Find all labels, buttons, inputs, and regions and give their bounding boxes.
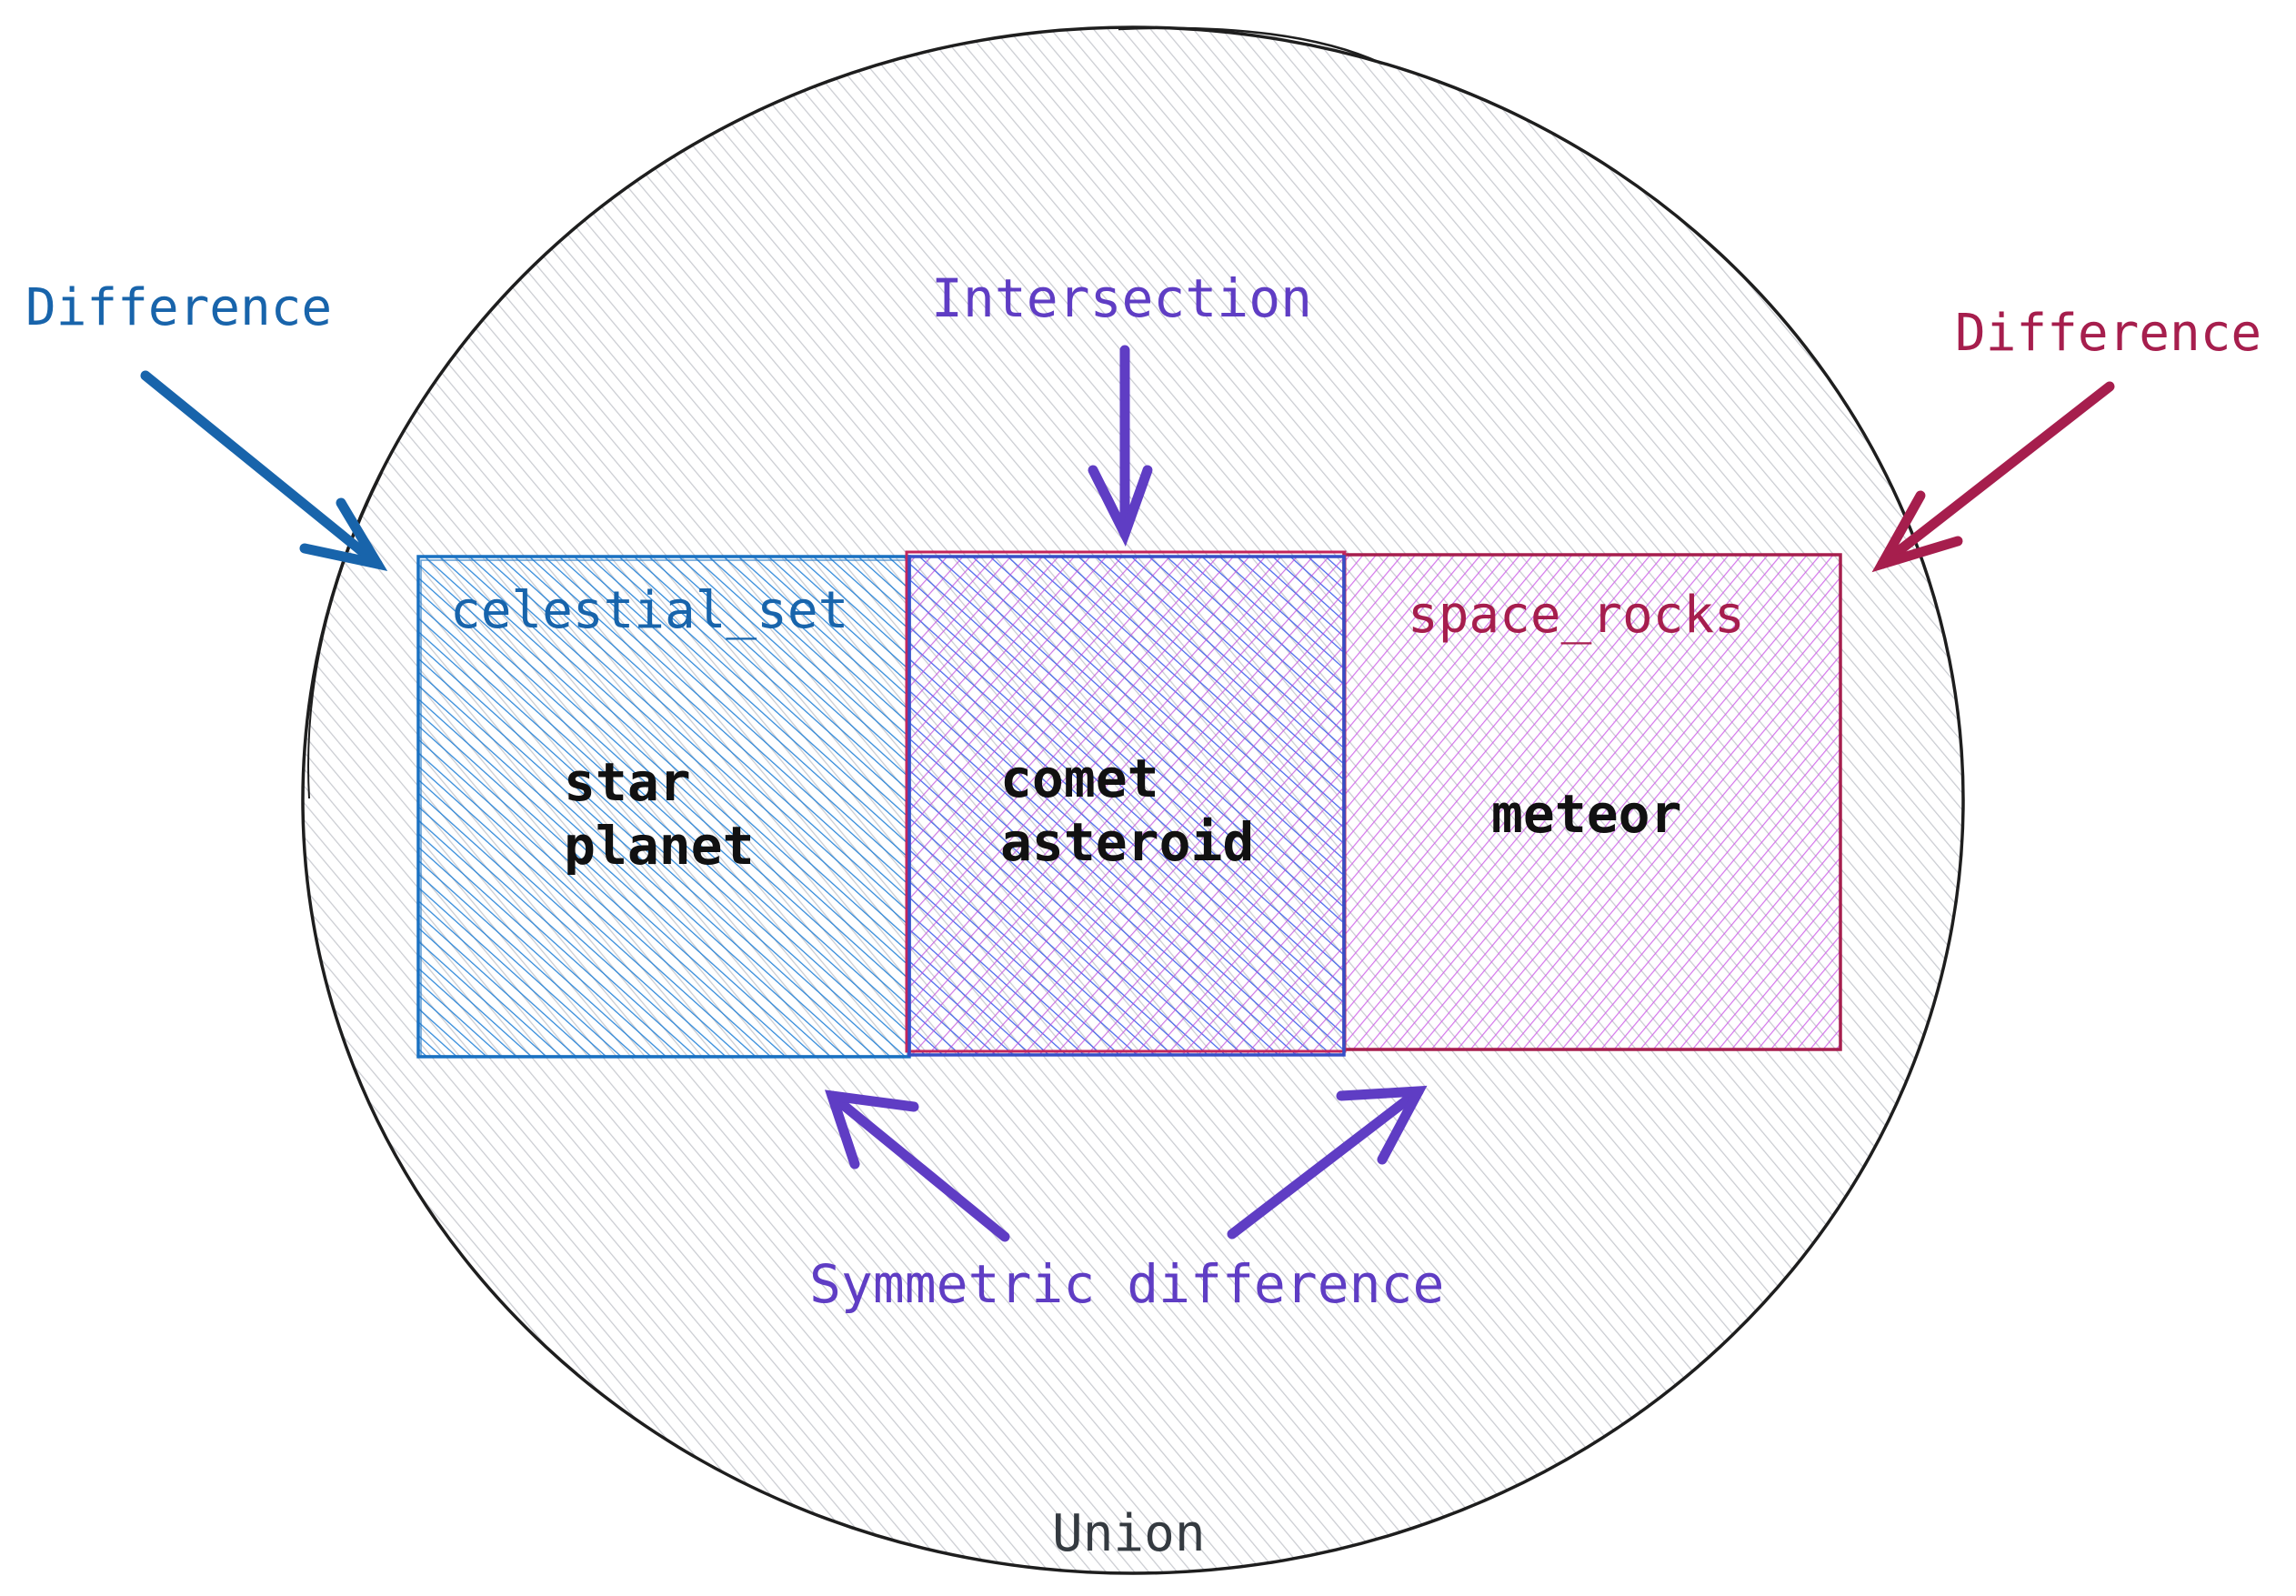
union-label: Union: [1052, 1504, 1206, 1563]
intersection-label: Intersection: [931, 267, 1312, 329]
intersection-region: [905, 550, 1347, 1057]
member-star: star: [564, 751, 691, 813]
difference-left-arrow-icon: [140, 370, 388, 571]
symmetric-difference-right-arrow-icon: [1227, 1085, 1428, 1240]
member-comet: comet: [1000, 748, 1159, 809]
difference-right-arrow-icon: [1871, 381, 2115, 573]
symmetric-difference-label: Symmetric difference: [809, 1253, 1444, 1315]
member-planet: planet: [564, 815, 755, 877]
difference-left-label: Difference: [25, 278, 332, 337]
difference-right-label: Difference: [1955, 304, 2261, 363]
celestial-set-title: celestial_set: [450, 581, 848, 640]
space-rocks-title: space_rocks: [1408, 586, 1745, 645]
member-meteor: meteor: [1491, 783, 1682, 845]
intersection-arrow-icon: [1088, 345, 1153, 547]
set-box-celestial: [416, 555, 911, 1059]
member-asteroid: asteroid: [1000, 811, 1254, 873]
symmetric-difference-left-arrow-icon: [824, 1089, 1010, 1242]
